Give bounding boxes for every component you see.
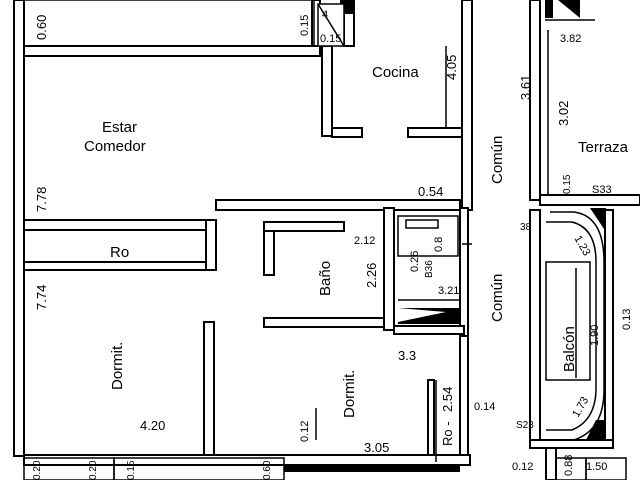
wall-balcon-left [529, 209, 541, 441]
label-ro-vertical: Ro - [440, 421, 455, 446]
wall-balcon-right [604, 209, 614, 441]
dim-212: 2.12 [354, 235, 375, 247]
dim-015-terraza: 0.15 [562, 174, 573, 194]
solid-elements [284, 0, 606, 472]
label-terraza: Terraza [578, 139, 629, 156]
label-comedor: Comedor [84, 138, 146, 155]
bottom-box-right-b [585, 457, 627, 480]
label-comun-bottom: Común [489, 274, 506, 322]
dimension-labels: 0.60 0.15 4 0.15 4.05 7.78 0.54 7.74 4.2… [32, 9, 633, 480]
wall-dormit-partition [203, 321, 215, 457]
label-estar: Estar [102, 119, 137, 136]
dim-020-b: 0.20 [88, 460, 99, 480]
label-dormit-left: Dormit. [109, 342, 126, 390]
dim-302: 3.02 [556, 101, 571, 126]
dim-088: 0.88 [563, 455, 575, 476]
dim-012-center: 0.12 [299, 421, 311, 442]
column-terraza-top [545, 0, 553, 18]
label-cocina: Cocina [372, 64, 419, 81]
wall-shaft-right [459, 207, 469, 337]
dim-420: 4.20 [140, 418, 165, 433]
dim-020-a: 0.20 [32, 460, 43, 480]
dim-s33: S33 [592, 184, 612, 196]
wall-dormit-right [459, 335, 469, 457]
dim-33: 3.3 [398, 348, 416, 363]
dim-054: 0.54 [418, 184, 443, 199]
dim-060-top: 0.60 [34, 15, 49, 40]
balcon-curve-inner [546, 221, 597, 431]
room-labels: Estar Comedor Cocina Ro Baño Dormit. Dor… [84, 64, 629, 446]
dim-190: 1.90 [589, 325, 601, 346]
walls [13, 0, 640, 480]
wall-closet-left [427, 379, 435, 466]
dim-015-a: 0.15 [299, 15, 311, 36]
dim-013: 0.13 [621, 309, 633, 330]
shaft-triangle-bath [398, 308, 460, 324]
dim-012-bottom: 0.12 [512, 461, 533, 473]
wall-balcon-bottom [529, 439, 614, 449]
wall-kitchen-stub-right [407, 127, 463, 138]
dim-150: 1.50 [586, 461, 607, 473]
strip-top-060 [23, 0, 315, 47]
dim-254: 2.54 [440, 387, 455, 412]
wall-kitchen-left [321, 45, 333, 137]
dim-08: 0.8 [433, 237, 445, 252]
dim-060-bottom: 0.60 [262, 460, 273, 480]
label-comun-top: Común [489, 136, 506, 184]
dim-015-bottom: 0.15 [126, 460, 137, 480]
dim-305: 3.05 [364, 440, 389, 455]
wall-ro-closet-right [205, 219, 217, 271]
bath-cabinet-inner [405, 219, 439, 229]
bottom-box-mid [113, 457, 285, 480]
duct-box-diagonal [317, 3, 345, 47]
dim-123: 1.23 [571, 234, 592, 259]
dim-b36: B36 [424, 260, 435, 278]
wall-shaft-bottom [393, 325, 465, 335]
dim-015-b: 0.15 [320, 33, 341, 45]
window-strip-bottom-center [284, 466, 460, 472]
fixtures [23, 0, 627, 480]
wall-kitchen-floor [215, 199, 461, 211]
label-dormit-center: Dormit. [341, 370, 358, 418]
wall-bath-right-upper [383, 207, 395, 331]
shaft-triangle-terraza [558, 0, 580, 18]
wall-bath-top [263, 221, 345, 232]
wall-kitchen-stub-left [331, 127, 363, 138]
dim-361: 3.61 [518, 75, 533, 100]
wall-outer-left [13, 0, 25, 457]
wall-estar-bottom [23, 219, 215, 231]
dim-405: 4.05 [444, 55, 459, 80]
dim-026: 0.26 [409, 251, 421, 272]
wall-bath-bottom [263, 317, 385, 328]
balcon-curve-outer [550, 211, 605, 441]
dim-321: 3.21 [438, 285, 459, 297]
balcon-slab [545, 261, 591, 381]
label-ro-closet: Ro [110, 244, 129, 261]
balcon-triangle-bottom [586, 420, 606, 440]
dim-4: 4 [322, 9, 328, 21]
label-bano: Baño [317, 261, 334, 296]
dim-382: 3.82 [560, 33, 581, 45]
dim-774: 7.74 [34, 285, 49, 310]
balcon-triangle-top [590, 208, 606, 232]
wall-main-right [461, 0, 473, 211]
dim-173: 1.73 [570, 395, 591, 420]
dim-s23: S23 [516, 420, 534, 431]
label-balcon: Balcón [561, 326, 578, 372]
wall-estar-top [23, 45, 321, 57]
wall-terraza-left [529, 0, 541, 201]
dim-014: 0.14 [474, 401, 495, 413]
dim-778: 7.78 [34, 187, 49, 212]
wall-ro-closet-bottom [23, 261, 215, 271]
wall-bath-left-top [263, 224, 275, 276]
dim-226: 2.26 [364, 263, 379, 288]
wall-bottom-right [545, 447, 557, 480]
wall-terraza-bottom [539, 194, 640, 206]
dim-38: 38 [520, 222, 532, 233]
